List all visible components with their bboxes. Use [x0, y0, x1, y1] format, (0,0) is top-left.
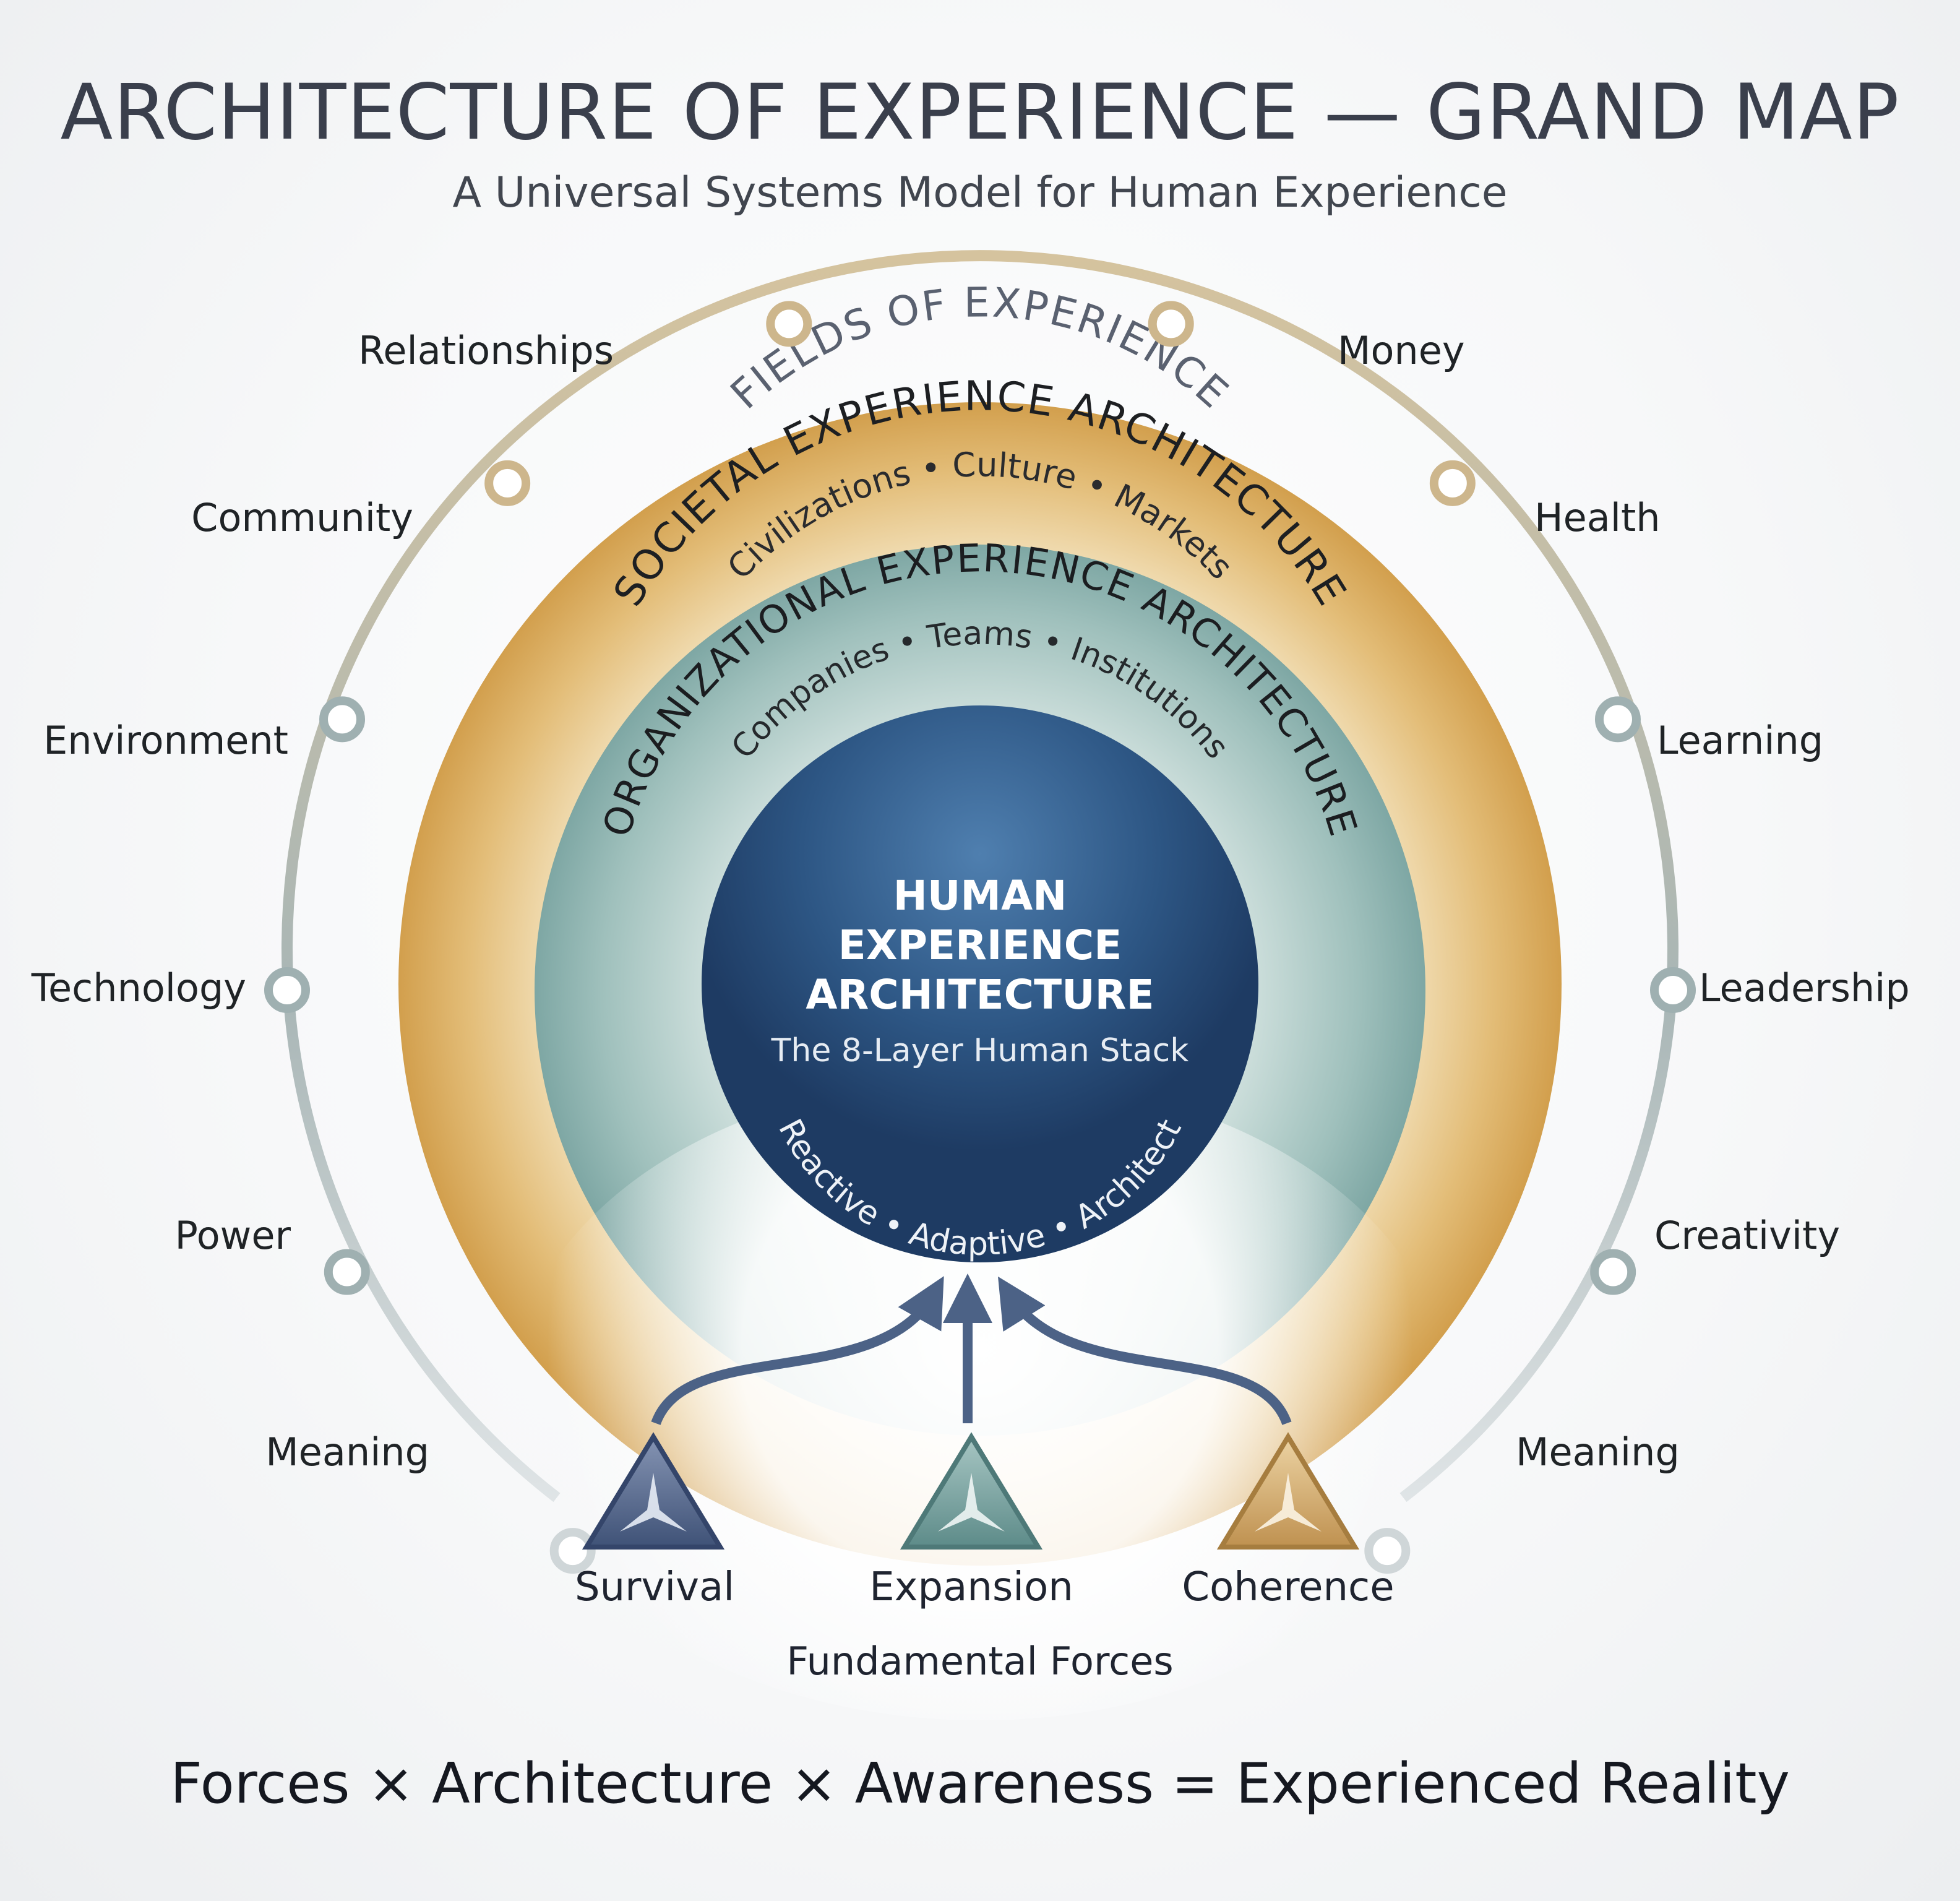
field-money: Money — [1338, 328, 1465, 373]
survival-arrow — [651, 1276, 944, 1425]
expansion-triangle-icon — [900, 1432, 1043, 1550]
fields-arc — [282, 250, 1678, 1502]
bottom-glow — [510, 1077, 1450, 1720]
field-relationships: Relationships — [358, 328, 614, 373]
community-node-icon — [484, 460, 531, 506]
technology-node-icon — [264, 967, 310, 1013]
field-meaning-right: Meaning — [1516, 1429, 1680, 1475]
human-core-circle — [702, 705, 1258, 1262]
human-title-line-3: ARCHITECTURE — [806, 971, 1154, 1019]
force-expansion-label: Expansion — [869, 1564, 1073, 1610]
field-meaning-left: Meaning — [265, 1429, 429, 1475]
field-health: Health — [1534, 495, 1661, 540]
coherence-triangle-icon — [1216, 1432, 1360, 1550]
environment-node-icon — [319, 696, 366, 743]
force-coherence-label: Coherence — [1182, 1564, 1395, 1610]
creativity-node-icon — [1590, 1249, 1636, 1295]
coherence-arrow — [997, 1276, 1292, 1425]
meaning-right-node-icon — [1364, 1528, 1411, 1574]
force-survival-label: Survival — [574, 1564, 735, 1610]
field-environment: Environment — [43, 718, 288, 763]
human-architecture-subtitle: The 8-Layer Human Stack — [771, 1032, 1189, 1069]
power-node-icon — [324, 1249, 370, 1295]
equation: Forces × Architecture × Awareness = Expe… — [170, 1751, 1790, 1816]
field-leadership: Leadership — [1699, 965, 1910, 1011]
page-title: ARCHITECTURE OF EXPERIENCE — GRAND MAP — [60, 68, 1900, 157]
field-learning: Learning — [1657, 718, 1824, 763]
leadership-node-icon — [1650, 967, 1696, 1013]
fundamental-forces-caption: Fundamental Forces — [786, 1639, 1174, 1684]
human-title-line-2: EXPERIENCE — [838, 921, 1122, 969]
human-architecture-title: HUMAN EXPERIENCE ARCHITECTURE — [733, 871, 1227, 1020]
human-title-line-1: HUMAN — [893, 872, 1067, 920]
health-node-icon — [1429, 460, 1476, 506]
relationships-node-icon — [766, 301, 812, 347]
survival-triangle-icon — [582, 1432, 725, 1550]
money-node-icon — [1148, 301, 1194, 347]
page-subtitle: A Universal Systems Model for Human Expe… — [452, 168, 1508, 217]
meaning-left-node-icon — [549, 1528, 596, 1574]
field-community: Community — [191, 495, 413, 540]
learning-node-icon — [1594, 696, 1641, 743]
field-nodes — [264, 301, 1696, 1574]
field-creativity: Creativity — [1654, 1213, 1841, 1258]
field-technology: Technology — [31, 965, 246, 1011]
field-power: Power — [174, 1213, 291, 1258]
